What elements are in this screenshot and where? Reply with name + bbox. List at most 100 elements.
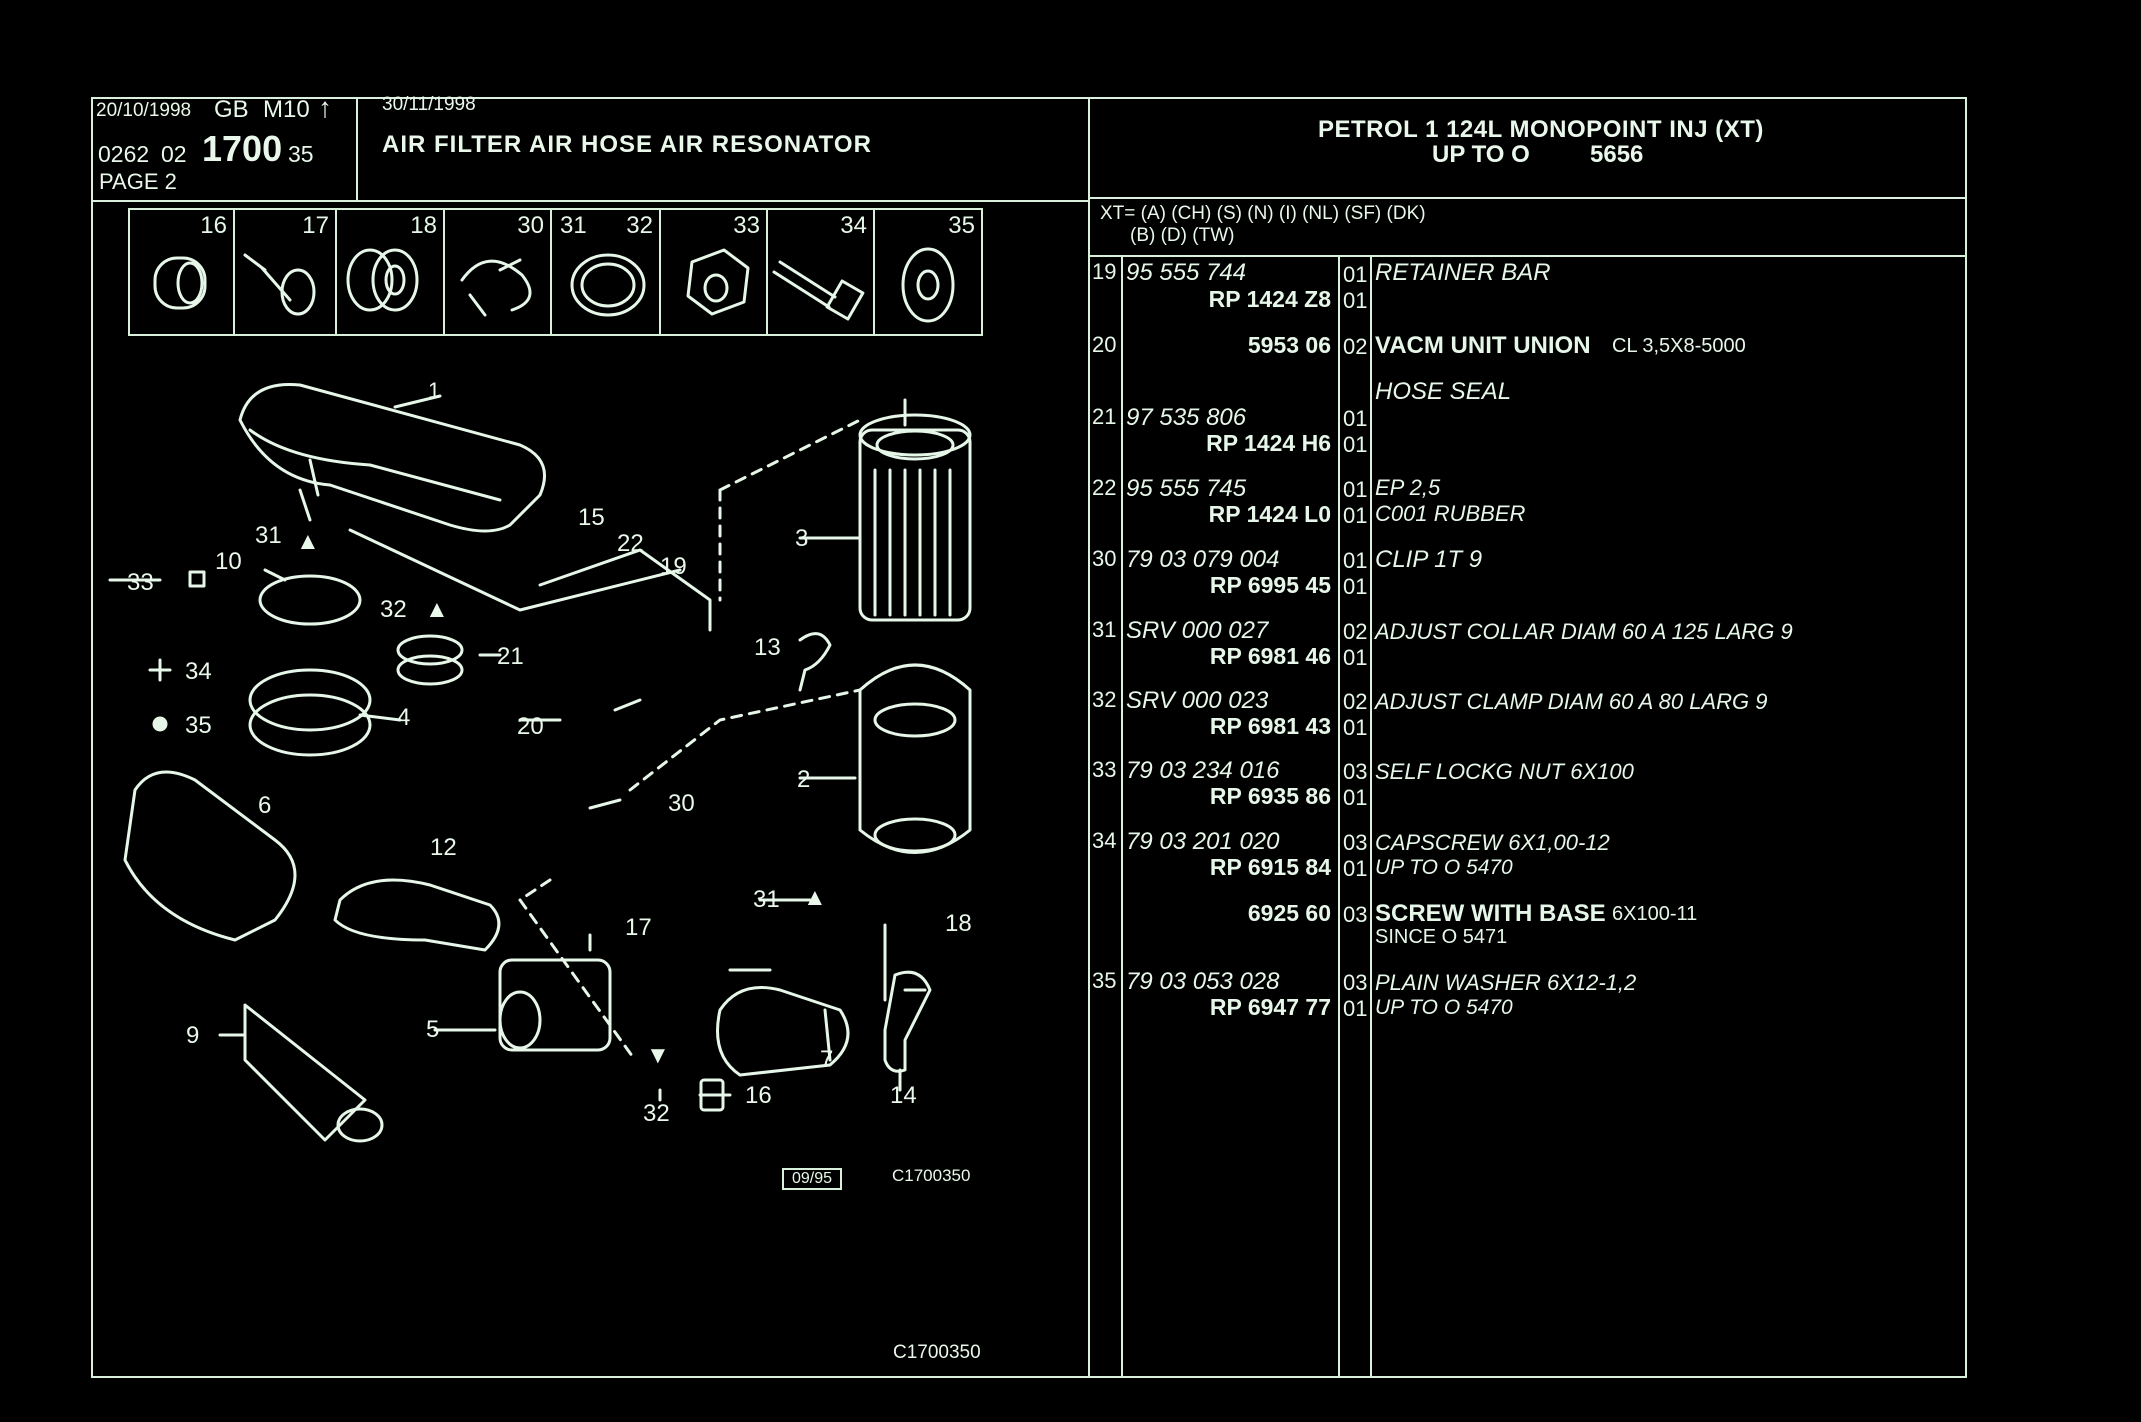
- callout-6: 6: [258, 792, 272, 819]
- row-desc: CAPSCREW 6X1,00-12: [1375, 830, 1610, 855]
- callout-15: 15: [578, 504, 605, 531]
- drawing-code-bottom: C1700350: [893, 1342, 981, 1363]
- row-qty: 01: [1343, 715, 1368, 740]
- header-ref-suffix: 35: [288, 141, 314, 167]
- row-qty: 01: [1343, 856, 1368, 881]
- engine-line-1: PETROL 1 124L MONOPOINT INJ (XT): [1318, 116, 1764, 143]
- callout-21: 21: [497, 643, 524, 670]
- row-ref: SRV 000 027: [1126, 617, 1269, 644]
- row-qty: 01: [1343, 288, 1368, 313]
- row-desc-2: UP TO O 5470: [1375, 856, 1513, 879]
- row-rp: RP 1424 Z8: [1208, 286, 1331, 312]
- row-desc: VACM UNIT UNION: [1375, 332, 1591, 359]
- row-qty: 01: [1343, 548, 1368, 573]
- header-left-divider: [356, 97, 358, 200]
- callout-14: 14: [890, 1082, 917, 1109]
- row-qty: 01: [1343, 785, 1368, 810]
- row-desc: RETAINER BAR: [1375, 259, 1551, 286]
- row-qty: 02: [1343, 334, 1368, 359]
- header-ref-mid: 02: [161, 141, 187, 167]
- row-index: 22: [1092, 475, 1117, 500]
- row-qty: 03: [1343, 902, 1368, 927]
- header-date-right: 30/11/1998: [382, 94, 476, 115]
- strip-icons: [153, 247, 955, 323]
- row-rp: RP 6995 45: [1209, 572, 1331, 598]
- row-rp: 6925 60: [1247, 900, 1331, 926]
- row-ref: 95 555 745: [1126, 475, 1247, 502]
- table-qty-right-divider: [1370, 255, 1372, 1378]
- callout-16: 16: [745, 1082, 772, 1109]
- row-rp: RP 6981 43: [1209, 713, 1331, 739]
- header-ref-prefix: 0262: [98, 141, 150, 167]
- callout-7: 7: [820, 1046, 834, 1073]
- engine-line-2b: 5656: [1590, 141, 1644, 168]
- row-index: 35: [1092, 968, 1117, 993]
- row-ref: 79 03 234 016: [1126, 757, 1280, 784]
- row-rp: 5953 06: [1247, 332, 1331, 358]
- callout-12: 12: [430, 834, 457, 861]
- xt-divider: [1088, 255, 1967, 257]
- row-qty: 01: [1343, 996, 1368, 1021]
- header-model: M10: [263, 96, 310, 123]
- arrow-up-icon: ↑: [318, 92, 332, 123]
- xt-line-1: XT= (A) (CH) (S) (N) (I) (NL) (SF) (DK): [1100, 203, 1426, 224]
- engine-line-2a: UP TO O: [1432, 141, 1530, 168]
- row-ref: 97 535 806: [1126, 404, 1247, 431]
- callout-10: 10: [215, 548, 242, 575]
- row-index: 30: [1092, 546, 1117, 571]
- callout-33: 33: [127, 569, 154, 596]
- row-index: 33: [1092, 757, 1117, 782]
- page-frame: [91, 97, 1967, 1378]
- row-index: 20: [1092, 332, 1117, 357]
- callout-13: 13: [754, 634, 781, 661]
- filter-element-3: [858, 413, 972, 622]
- row-desc: ADJUST CLAMP DIAM 60 A 80 LARG 9: [1375, 689, 1768, 714]
- row-index: 21: [1092, 404, 1117, 429]
- callout-35: 35: [185, 712, 212, 739]
- callout-18: 18: [945, 910, 972, 937]
- arrow-up-icon: ▲: [425, 596, 449, 623]
- row-desc: SELF LOCKG NUT 6X100: [1375, 759, 1634, 784]
- row-qty: 01: [1343, 406, 1368, 431]
- row-desc: PLAIN WASHER 6X12-1,2: [1375, 970, 1637, 995]
- part-cell-33[interactable]: 33: [659, 208, 768, 336]
- callout-31-a: 31: [255, 522, 282, 549]
- row-qty: 03: [1343, 970, 1368, 995]
- xt-line-2: (B) (D) (TW): [1130, 225, 1235, 246]
- row-index: 32: [1092, 687, 1117, 712]
- row-qty: 03: [1343, 759, 1368, 784]
- callout-9: 9: [186, 1022, 200, 1049]
- row-desc: HOSE SEAL: [1375, 378, 1512, 405]
- callout-1: 1: [428, 378, 441, 403]
- row-ref: 79 03 079 004: [1126, 546, 1280, 573]
- callout-3: 3: [795, 525, 809, 552]
- row-rp: RP 1424 H6: [1206, 430, 1331, 456]
- header-date-left: 20/10/1998: [96, 100, 192, 121]
- row-ref: SRV 000 023: [1126, 687, 1269, 714]
- row-ref: 95 555 744: [1126, 259, 1247, 286]
- row-qty: 03: [1343, 830, 1368, 855]
- part-cell-35[interactable]: 35: [873, 208, 983, 336]
- row-desc-2: C001 RUBBER: [1375, 501, 1526, 526]
- header-divider: [91, 200, 1088, 202]
- row-qty: 02: [1343, 689, 1368, 714]
- row-qty: 02: [1343, 619, 1368, 644]
- arrow-down-icon: ▼: [646, 1042, 670, 1069]
- header-page: PAGE 2: [99, 169, 177, 194]
- row-desc: EP 2,5: [1375, 475, 1441, 500]
- drawing-code-small: C1700350: [892, 1166, 971, 1185]
- row-rp: RP 1424 L0: [1208, 501, 1331, 527]
- table-ref-divider: [1121, 255, 1123, 1378]
- date-stamp: 09/95: [782, 1168, 843, 1190]
- row-desc: CLIP 1T 9: [1375, 546, 1483, 573]
- row-ref: 79 03 053 028: [1126, 968, 1280, 995]
- row-desc: ADJUST COLLAR DIAM 60 A 125 LARG 9: [1375, 619, 1793, 644]
- row-qty: 01: [1343, 574, 1368, 599]
- row-qty: 01: [1343, 503, 1368, 528]
- filter-housing-2: [858, 663, 972, 854]
- callout-19: 19: [660, 553, 687, 580]
- table-qty-left-divider: [1338, 255, 1340, 1378]
- callout-5: 5: [426, 1016, 440, 1043]
- row-qty: 01: [1343, 477, 1368, 502]
